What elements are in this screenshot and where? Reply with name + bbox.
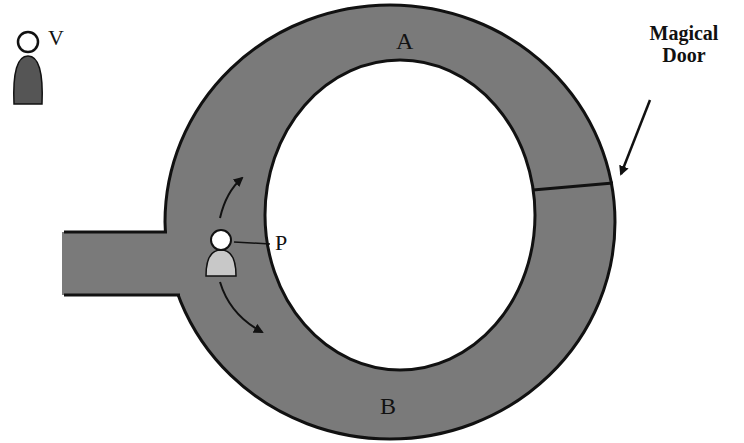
verifier-figure — [14, 56, 42, 104]
door-pointer — [621, 100, 650, 174]
magical-door — [533, 183, 613, 190]
tunnel-wall — [64, 294, 180, 297]
leader-line — [234, 242, 270, 244]
door-label: Magical Door — [634, 22, 734, 66]
region-label: B — [380, 393, 396, 419]
path-arrow — [220, 282, 262, 332]
verifier-label: V — [48, 26, 64, 50]
verifier-head — [18, 32, 38, 52]
cave-hole — [265, 60, 535, 370]
prover-figure — [206, 250, 236, 276]
region-label: A — [396, 28, 413, 54]
prover-label: P — [275, 231, 287, 255]
path-arrow — [220, 178, 242, 218]
tunnel-wall — [64, 231, 167, 234]
cave-ring — [165, 5, 615, 439]
cave-tunnel — [62, 232, 202, 295]
prover-head — [211, 230, 231, 250]
